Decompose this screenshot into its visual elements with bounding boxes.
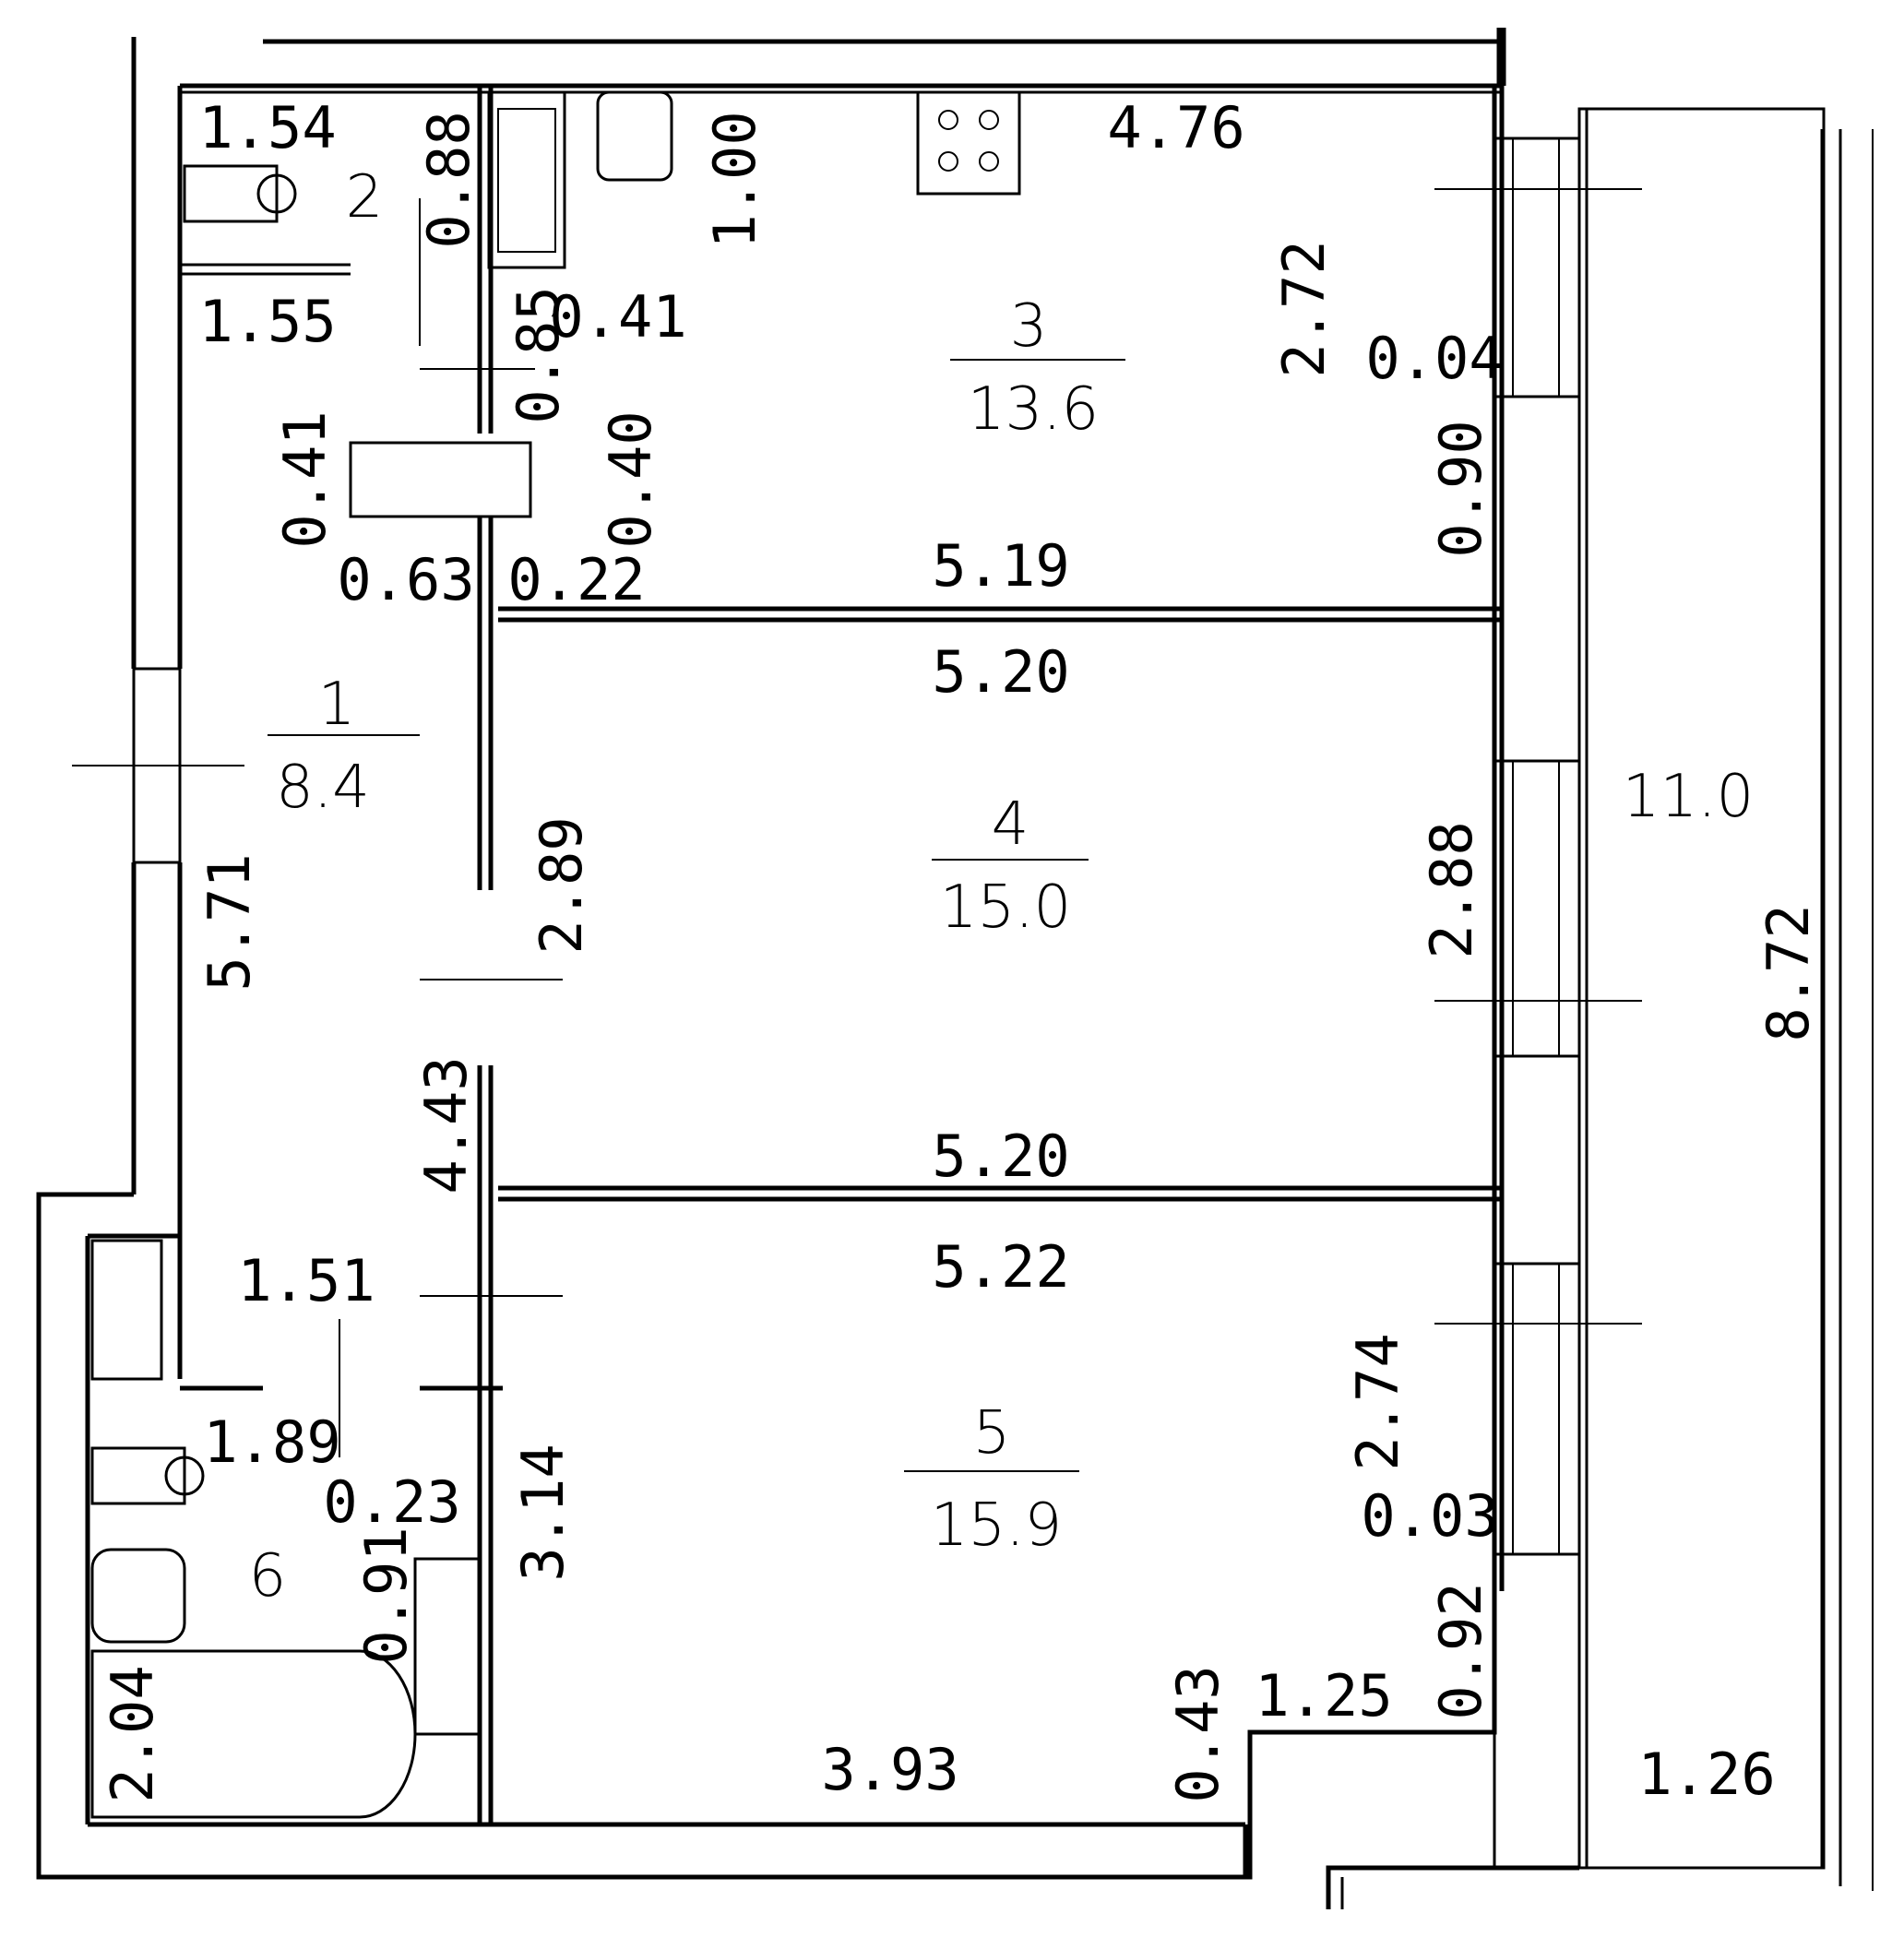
room-4-area: 15.0 [940, 873, 1072, 942]
dim-0-41b: 0.41 [271, 410, 339, 548]
dim-1-55: 1.55 [198, 288, 336, 355]
dim-0-92: 0.92 [1427, 1582, 1494, 1719]
toilet2-icon [90, 1446, 186, 1505]
dim-4-43: 4.43 [412, 1056, 480, 1194]
dim-5-71: 5.71 [196, 853, 263, 991]
room-1-area: 8.4 [276, 754, 370, 822]
dim-3-93: 3.93 [821, 1736, 958, 1803]
dim-2-04: 2.04 [99, 1665, 166, 1802]
dim-0-23: 0.23 [323, 1468, 460, 1536]
dim-0-91: 0.91 [352, 1527, 420, 1664]
dim-5-22: 5.22 [932, 1233, 1069, 1301]
room-labels: 1 8.4 2 3 13.6 4 15.0 5 15.9 6 11.0 [249, 163, 1755, 1610]
shaft-icon [487, 90, 566, 269]
dim-0-04: 0.04 [1365, 325, 1503, 392]
dim-0-43: 0.43 [1164, 1665, 1232, 1802]
dim-5-20a: 5.20 [932, 638, 1069, 706]
room-2-number: 2 [346, 163, 384, 232]
room-6-number: 6 [249, 1542, 287, 1610]
dim-5-20b: 5.20 [932, 1123, 1069, 1190]
dim-0-88: 0.88 [415, 111, 482, 248]
dim-2-74: 2.74 [1344, 1333, 1411, 1470]
balcony-area: 11.0 [1623, 763, 1755, 831]
dim-3-14: 3.14 [509, 1444, 577, 1581]
vent-box-icon [349, 441, 532, 518]
room-1-number: 1 [318, 671, 356, 739]
dim-0-63: 0.63 [337, 546, 474, 613]
room-4-number: 4 [992, 790, 1029, 859]
room-3-number: 3 [1010, 292, 1048, 361]
dimension-texts: 1.54 1.55 0.88 0.85 0.41 1.00 4.76 2.72 … [99, 94, 1822, 1808]
dim-1-89: 1.89 [203, 1408, 340, 1476]
balcony-width: 1.26 [1637, 1741, 1775, 1808]
dim-2-88: 2.88 [1418, 821, 1485, 958]
dim-0-41a: 0.41 [549, 283, 686, 351]
dim-0-85: 0.85 [505, 286, 572, 423]
bathtub-icon [90, 1649, 417, 1819]
dim-0-90: 0.90 [1427, 420, 1494, 557]
room-5-area: 15.9 [931, 1491, 1063, 1560]
fixtures [90, 90, 1021, 1819]
shaft2-icon [90, 1239, 163, 1381]
dim-0-22: 0.22 [507, 546, 645, 613]
room-3-area: 13.6 [968, 375, 1100, 444]
dim-1-54: 1.54 [198, 94, 336, 161]
sink-icon [596, 90, 673, 182]
stove-icon [916, 90, 1021, 196]
dim-1-51: 1.51 [237, 1247, 375, 1314]
dim-1-25: 1.25 [1255, 1662, 1392, 1729]
dim-0-03: 0.03 [1361, 1482, 1498, 1550]
dim-1-00: 1.00 [701, 111, 768, 248]
dimension-lines [72, 129, 1874, 1891]
dim-5-19: 5.19 [932, 532, 1069, 600]
dim-4-76: 4.76 [1107, 94, 1244, 161]
dim-2-89: 2.89 [528, 816, 595, 954]
dim-0-40: 0.40 [597, 410, 664, 548]
dim-2-72: 2.72 [1270, 240, 1338, 377]
sink2-icon [90, 1548, 186, 1644]
balcony-length: 8.72 [1755, 904, 1822, 1041]
towel-rail-icon [413, 1557, 482, 1736]
toilet-icon [183, 164, 279, 223]
room-5-number: 5 [973, 1399, 1011, 1468]
walls [36, 28, 1842, 1909]
